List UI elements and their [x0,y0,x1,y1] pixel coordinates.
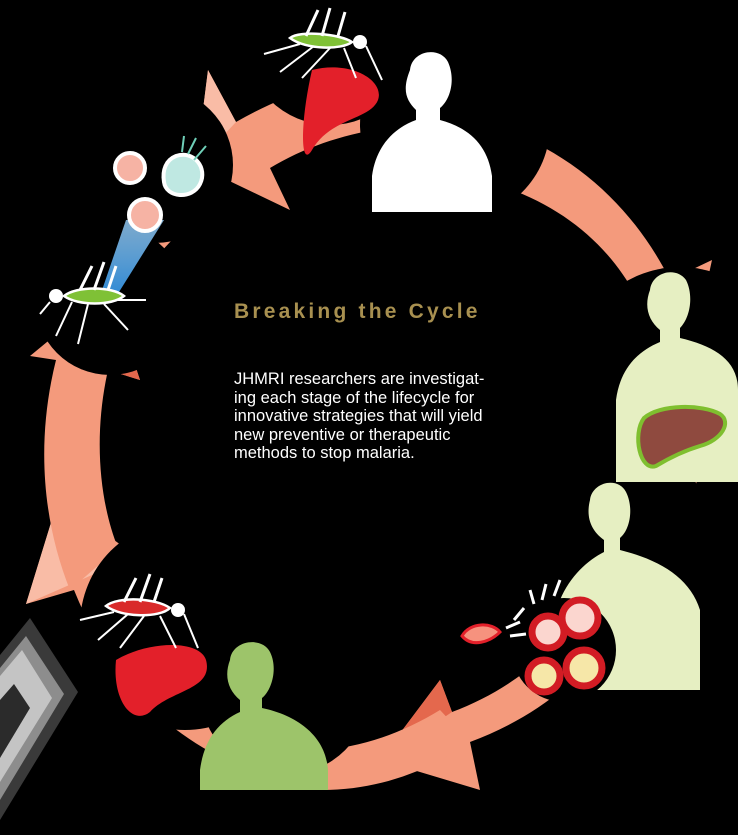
description-line: ing each stage of the lifecycle for [234,388,475,407]
description-line: JHMRI researchers are investigat- [234,370,485,388]
red-blood-cell-icon [524,656,564,696]
red-blood-cell-icon [558,596,602,640]
parasite-development [100,135,207,300]
mosquito-icon [39,261,146,345]
diagram-title: Breaking the Cycle [234,300,481,323]
description-line: methods to stop malaria. [234,444,415,463]
red-blood-cell-icon [562,646,606,690]
magnification-beam [100,220,164,300]
rupturing-cell-icon [460,623,503,645]
description-line: new preventive or therapeutic [234,425,451,444]
parasite-oocyst-icon [127,197,163,233]
human-silhouette-icon [200,642,328,790]
parasite-oocyst-icon [161,152,205,197]
mosquito-feeding-icon [263,7,383,155]
device-corner-icon [0,618,78,820]
description-line: innovative strategies that will yield [234,407,483,426]
arrow-bottom [318,710,470,790]
liver-stage-figure [616,272,738,482]
liver-icon [636,405,728,469]
human-silhouette-icon [372,52,492,212]
mosquito-feeding-icon [79,573,207,716]
blood-stage-figure [460,482,700,702]
parasite-oocyst-icon [113,151,147,185]
description-text: JHMRI researchers are investigat- ing ea… [234,370,594,463]
